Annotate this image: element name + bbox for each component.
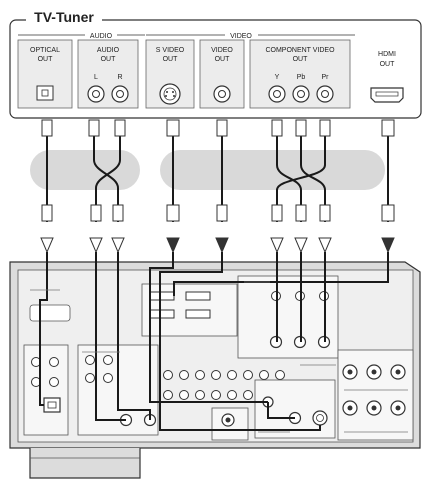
lower-cables (39, 252, 389, 431)
plug-icon (41, 204, 395, 222)
optical-label-1: OPTICAL (30, 47, 60, 54)
cable-band-left (30, 150, 140, 190)
video-out-label-2: OUT (215, 56, 231, 63)
optical-jack-icon (36, 85, 54, 101)
component-label-2: OUT (293, 56, 309, 63)
tuner-title: TV-Tuner (34, 9, 94, 25)
svideo-label-2: OUT (163, 56, 179, 63)
rca-jack-icon (111, 85, 129, 103)
hdmi-label-2: OUT (380, 61, 396, 68)
rca-jack-icon (213, 85, 231, 103)
rca-jack-icon (268, 85, 286, 103)
hdmi-jack-icon (370, 87, 404, 103)
audio-group-label: AUDIO (90, 33, 113, 40)
audio-out-label-1: AUDIO (97, 47, 120, 54)
video-group-label: VIDEO (230, 33, 252, 40)
svideo-jack-icon (159, 83, 181, 105)
audio-l-label: L (94, 74, 98, 81)
component-label-1: COMPONENT VIDEO (265, 47, 335, 54)
audio-out-label-2: OUT (101, 56, 117, 63)
hdmi-label-1: HDMI (378, 51, 396, 58)
comp-y-label: Y (275, 74, 280, 81)
tv-tuner-panel: TV-Tuner AUDIO VIDEO OPTICAL OUT AUDIO O… (9, 8, 422, 119)
plug-icon (41, 119, 395, 137)
svideo-label-1: S VIDEO (156, 47, 185, 54)
arrow-down-icon (166, 237, 395, 254)
av-receiver (9, 261, 421, 479)
arrow-down-icon (40, 237, 332, 254)
receiver-marking-lines (30, 281, 408, 433)
comp-pr-label: Pr (322, 74, 330, 81)
video-out-label-1: VIDEO (211, 47, 233, 54)
rca-jack-icon (316, 85, 334, 103)
rca-jack-icon (87, 85, 105, 103)
audio-r-label: R (117, 74, 122, 81)
comp-pb-label: Pb (297, 74, 306, 81)
rca-jack-icon (292, 85, 310, 103)
optical-label-2: OUT (38, 56, 54, 63)
cable-band-right (160, 150, 385, 190)
